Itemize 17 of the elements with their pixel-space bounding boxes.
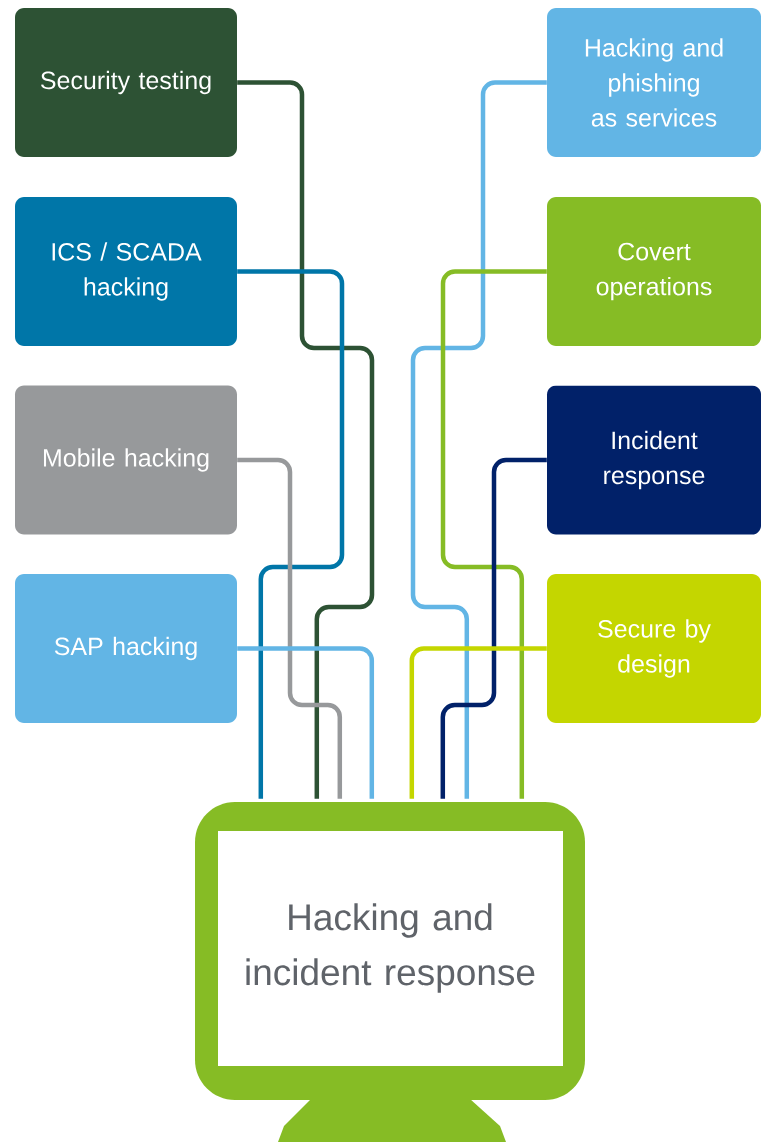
service-box: Mobile hacking <box>15 385 237 535</box>
connector-line <box>440 269 547 799</box>
service-box: Hacking and phishing as services <box>547 8 761 157</box>
monitor-drawing: Hacking and incident response <box>195 802 585 1142</box>
service-box: Security testing <box>15 8 237 157</box>
connector-line <box>237 457 343 799</box>
connector-line <box>409 646 547 799</box>
connector-line <box>237 269 345 799</box>
service-box: Secure by design <box>547 574 761 723</box>
service-box: ICS / SCADA hacking <box>15 197 237 346</box>
connector-line <box>237 646 375 799</box>
service-box: Incident response <box>547 385 761 535</box>
service-box: SAP hacking <box>15 574 237 723</box>
connector-line <box>237 80 375 799</box>
connector-line <box>440 457 547 799</box>
service-box: Covert operations <box>547 197 761 346</box>
connector-line <box>410 80 547 799</box>
